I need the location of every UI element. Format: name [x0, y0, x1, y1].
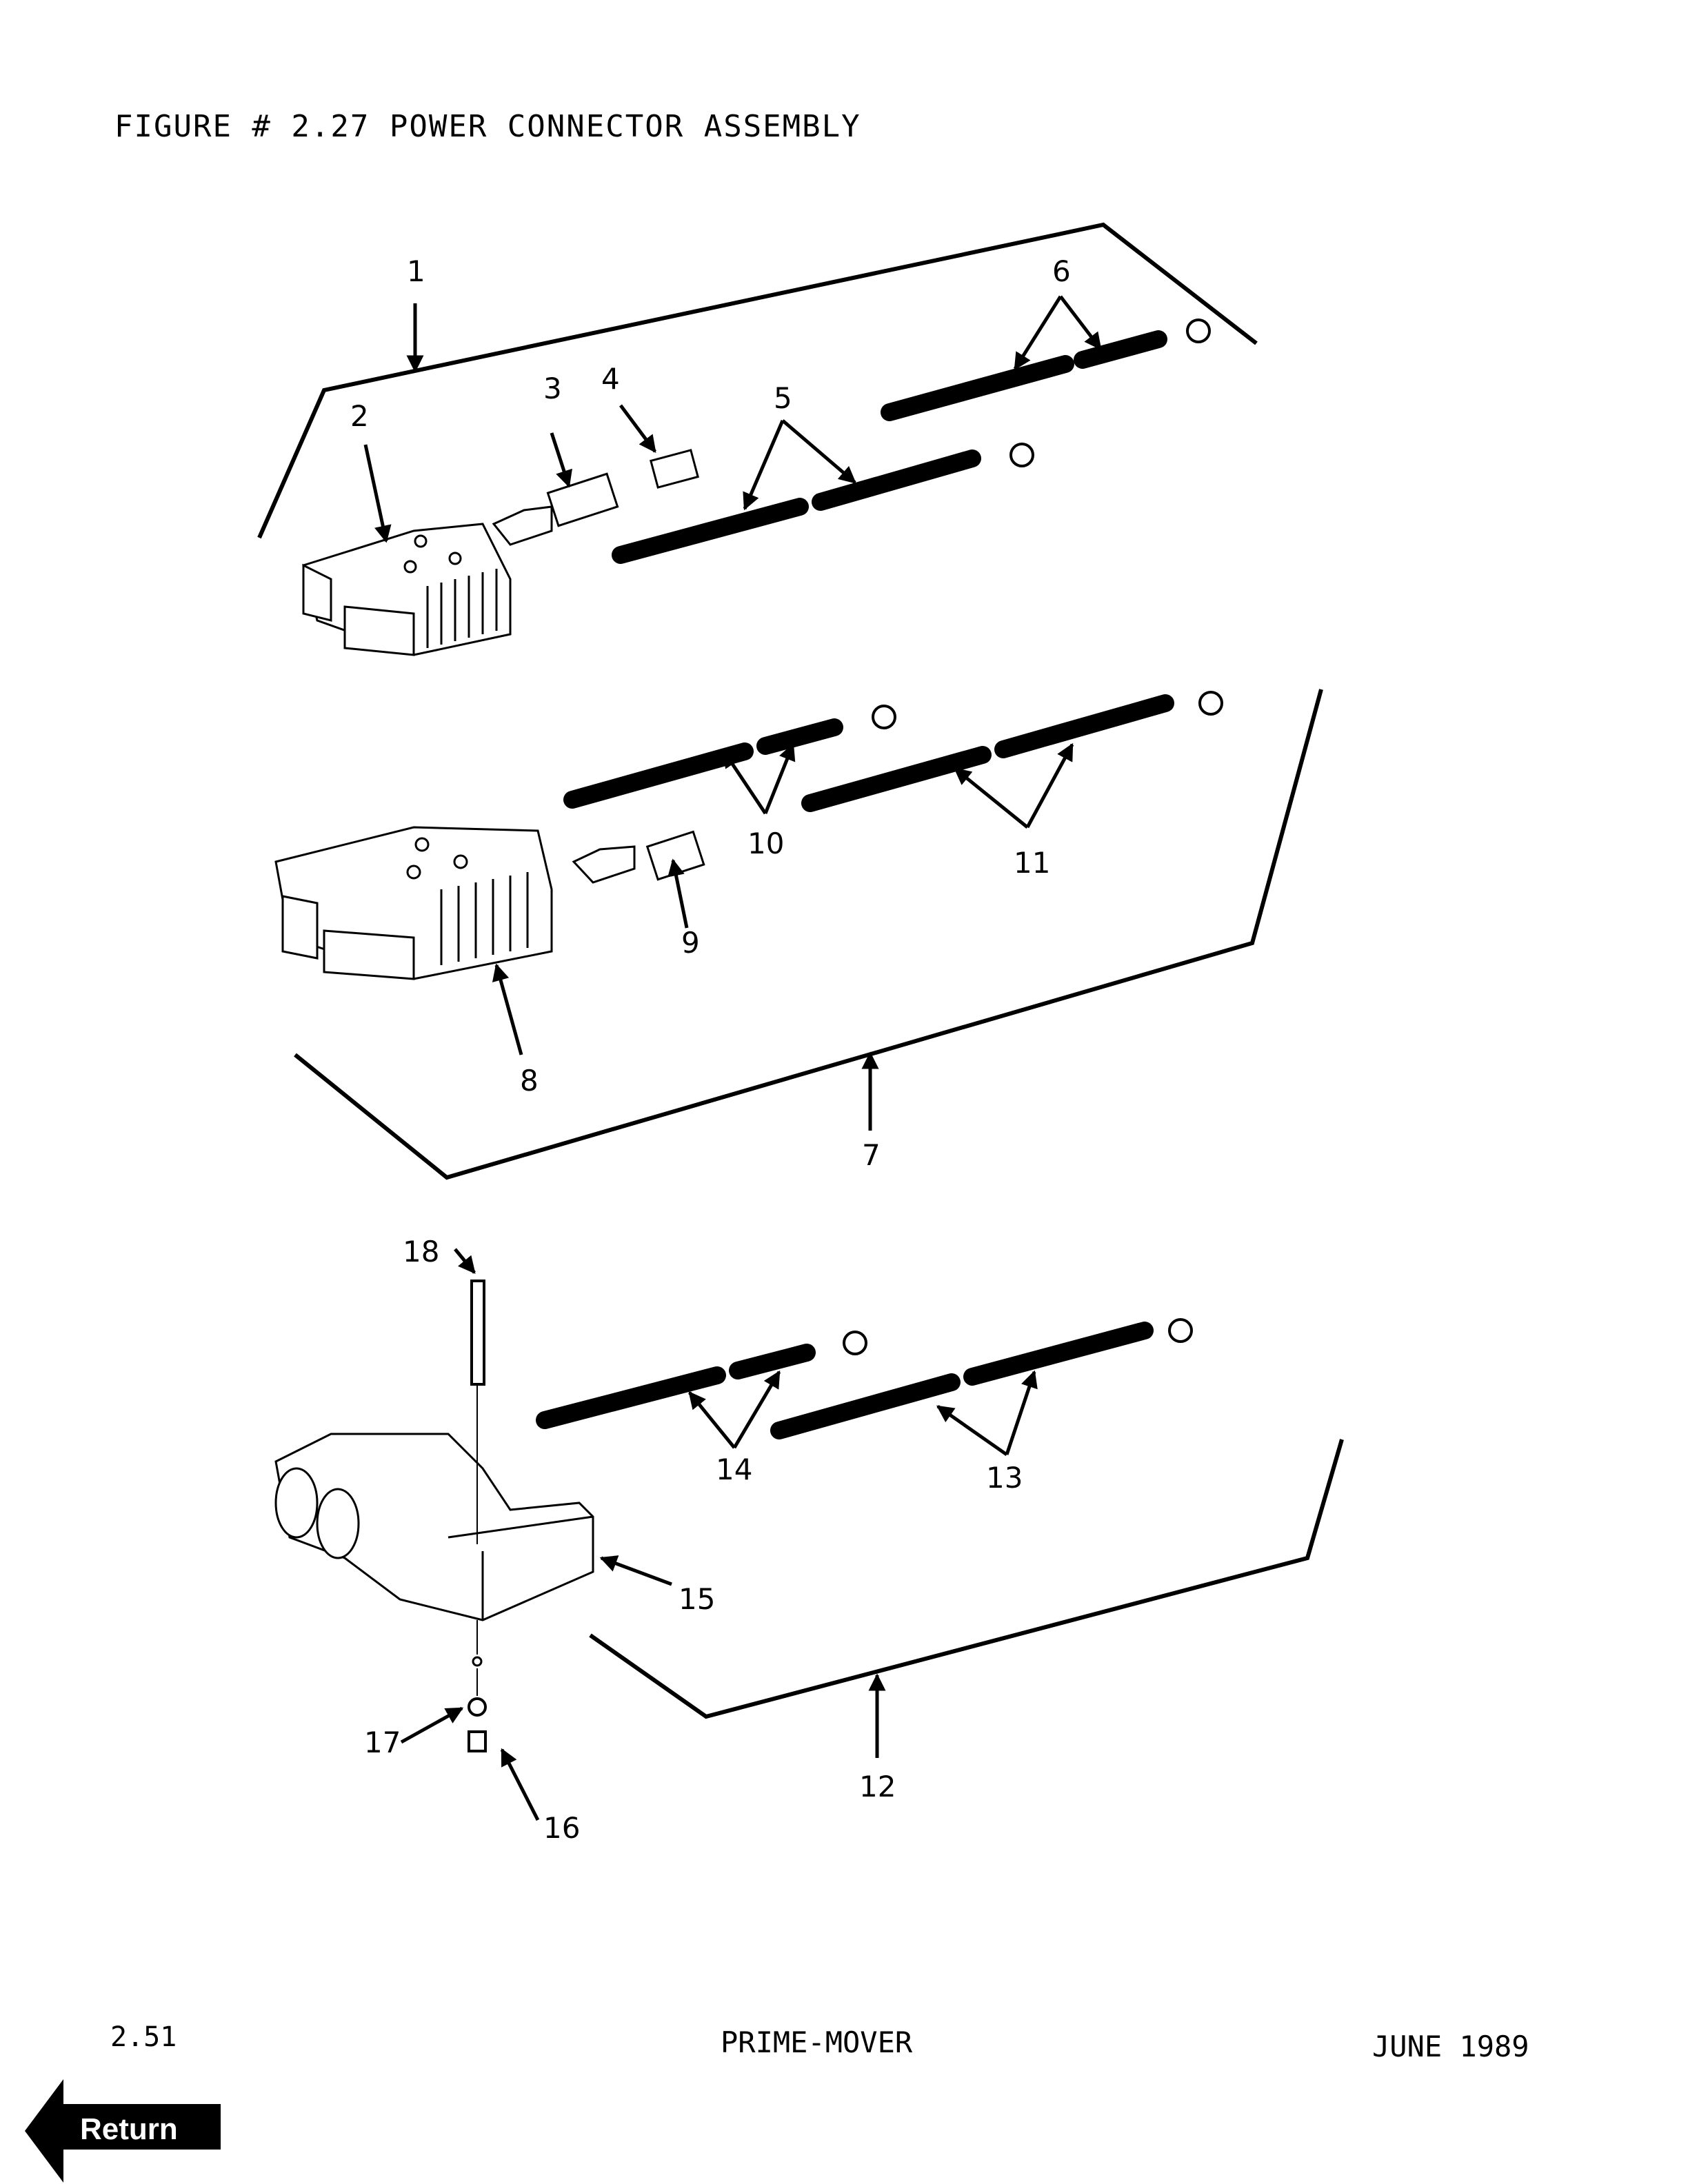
callout-12: 12 — [859, 1770, 896, 1803]
callout-2: 2 — [350, 399, 369, 433]
cable-11 — [801, 694, 1174, 812]
callout-17: 17 — [364, 1726, 401, 1759]
callout-13: 13 — [986, 1461, 1023, 1495]
lockwasher-17 — [468, 1697, 487, 1717]
callout-14: 14 — [716, 1453, 752, 1486]
terminal-3 — [492, 472, 619, 546]
callout-10: 10 — [747, 827, 784, 860]
connector-housing-2 — [302, 523, 512, 656]
cable-14 — [536, 1344, 816, 1429]
callout-11: 11 — [1014, 846, 1050, 880]
callout-16: 16 — [543, 1811, 580, 1845]
return-button[interactable]: Return — [25, 2079, 221, 2183]
cable-13 — [770, 1322, 1154, 1439]
terminal-9 — [572, 830, 705, 884]
housing-15 — [274, 1433, 594, 1621]
manual-name: PRIME-MOVER — [721, 2025, 913, 2059]
callout-5: 5 — [774, 381, 792, 415]
return-label: Return — [80, 2112, 178, 2146]
cable-5 — [612, 449, 981, 564]
cable-10 — [563, 718, 843, 809]
callout-4: 4 — [601, 362, 620, 396]
washer — [472, 1656, 483, 1667]
nut-16 — [468, 1730, 487, 1752]
callout-3: 3 — [543, 372, 562, 405]
callout-15: 15 — [679, 1582, 715, 1616]
sleeve-4 — [650, 449, 699, 489]
cable-6 — [881, 330, 1167, 421]
bolt-18 — [470, 1280, 485, 1544]
callout-6: 6 — [1052, 254, 1071, 288]
callout-1: 1 — [407, 254, 425, 288]
callout-8: 8 — [520, 1064, 539, 1098]
page-number: 2.51 — [110, 2021, 177, 2053]
figure-title: FIGURE # 2.27 POWER CONNECTOR ASSEMBLY — [114, 109, 861, 144]
publication-date: JUNE 1989 — [1372, 2030, 1529, 2063]
callout-9: 9 — [681, 926, 700, 960]
left-arrow-icon — [25, 2079, 221, 2183]
callout-18: 18 — [403, 1235, 439, 1268]
connector-housing-8 — [274, 826, 553, 980]
callout-7: 7 — [862, 1138, 881, 1172]
